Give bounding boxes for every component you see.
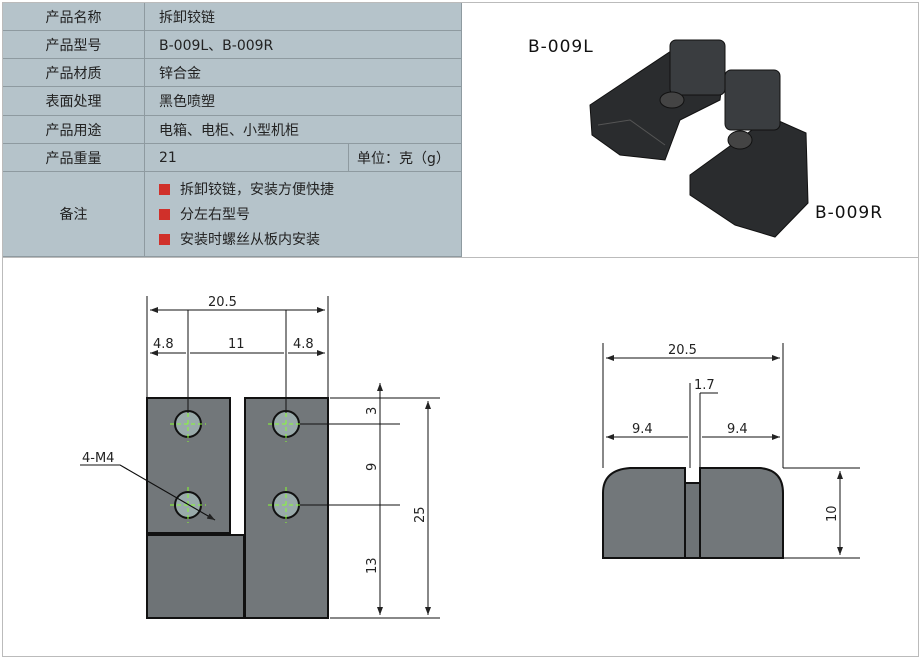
value-usage: 电箱、电柜、小型机柜	[145, 116, 462, 144]
dim-hole-label: 4-M4	[82, 451, 114, 466]
label-usage: 产品用途	[3, 116, 145, 144]
label-weight: 产品重量	[3, 144, 145, 172]
hinge-left-part	[589, 39, 726, 161]
dim-right-width: 9.4	[727, 422, 748, 437]
dim-hole-pitch: 9	[365, 463, 380, 471]
divider	[2, 257, 919, 258]
hinge-right-part	[689, 69, 809, 238]
notes-list: 拆卸铰链，安装方便快捷 分左右型号 安装时螺丝从板内安装	[145, 172, 462, 257]
dim-total-width: 20.5	[208, 295, 237, 310]
value-finish: 黑色喷塑	[145, 87, 462, 116]
front-view	[80, 296, 440, 619]
spec-table: 产品名称 拆卸铰链 产品型号 B-009L、B-009R 产品材质 锌合金 表面…	[3, 3, 462, 257]
dim-bottom: 13	[365, 557, 380, 574]
hinge-photo	[589, 39, 809, 238]
bullet-icon	[159, 183, 170, 195]
dim-left-offset: 4.8	[153, 337, 174, 352]
note-item: 拆卸铰链，安装方便快捷	[159, 177, 334, 202]
value-material: 锌合金	[145, 59, 462, 87]
note-item: 分左右型号	[159, 202, 250, 227]
right-model-label: B-009R	[815, 203, 884, 223]
weight-unit: 单位：克（g）	[349, 144, 462, 172]
label-material: 产品材质	[3, 59, 145, 87]
front-dims: 20.5 4.8 11 4.8 4-M4 3 9 13 25	[82, 295, 428, 574]
value-name: 拆卸铰链	[145, 3, 462, 31]
dim-side-width: 20.5	[668, 343, 697, 358]
value-weight: 21	[145, 144, 349, 172]
dim-left-width: 9.4	[632, 422, 653, 437]
dim-right-offset: 4.8	[293, 337, 314, 352]
label-notes: 备注	[3, 172, 145, 257]
side-dims: 20.5 1.7 9.4 9.4 10	[632, 343, 840, 522]
dim-side-height: 10	[825, 505, 840, 522]
label-name: 产品名称	[3, 3, 145, 31]
dim-gap: 1.7	[694, 378, 715, 393]
left-model-label: B-009L	[528, 37, 594, 57]
label-finish: 表面处理	[3, 87, 145, 116]
technical-drawings: 20.5 4.8 11 4.8 4-M4 3 9 13 25 20.5 1.7 …	[80, 295, 860, 619]
bullet-icon	[159, 208, 170, 220]
side-view	[603, 343, 860, 559]
value-model: B-009L、B-009R	[145, 31, 462, 59]
label-model: 产品型号	[3, 31, 145, 59]
note-item: 安装时螺丝从板内安装	[159, 227, 320, 252]
bullet-icon	[159, 233, 170, 245]
dim-total-height: 25	[413, 506, 428, 523]
dim-hole-spacing: 11	[228, 337, 245, 352]
dim-top-offset: 3	[365, 407, 380, 415]
